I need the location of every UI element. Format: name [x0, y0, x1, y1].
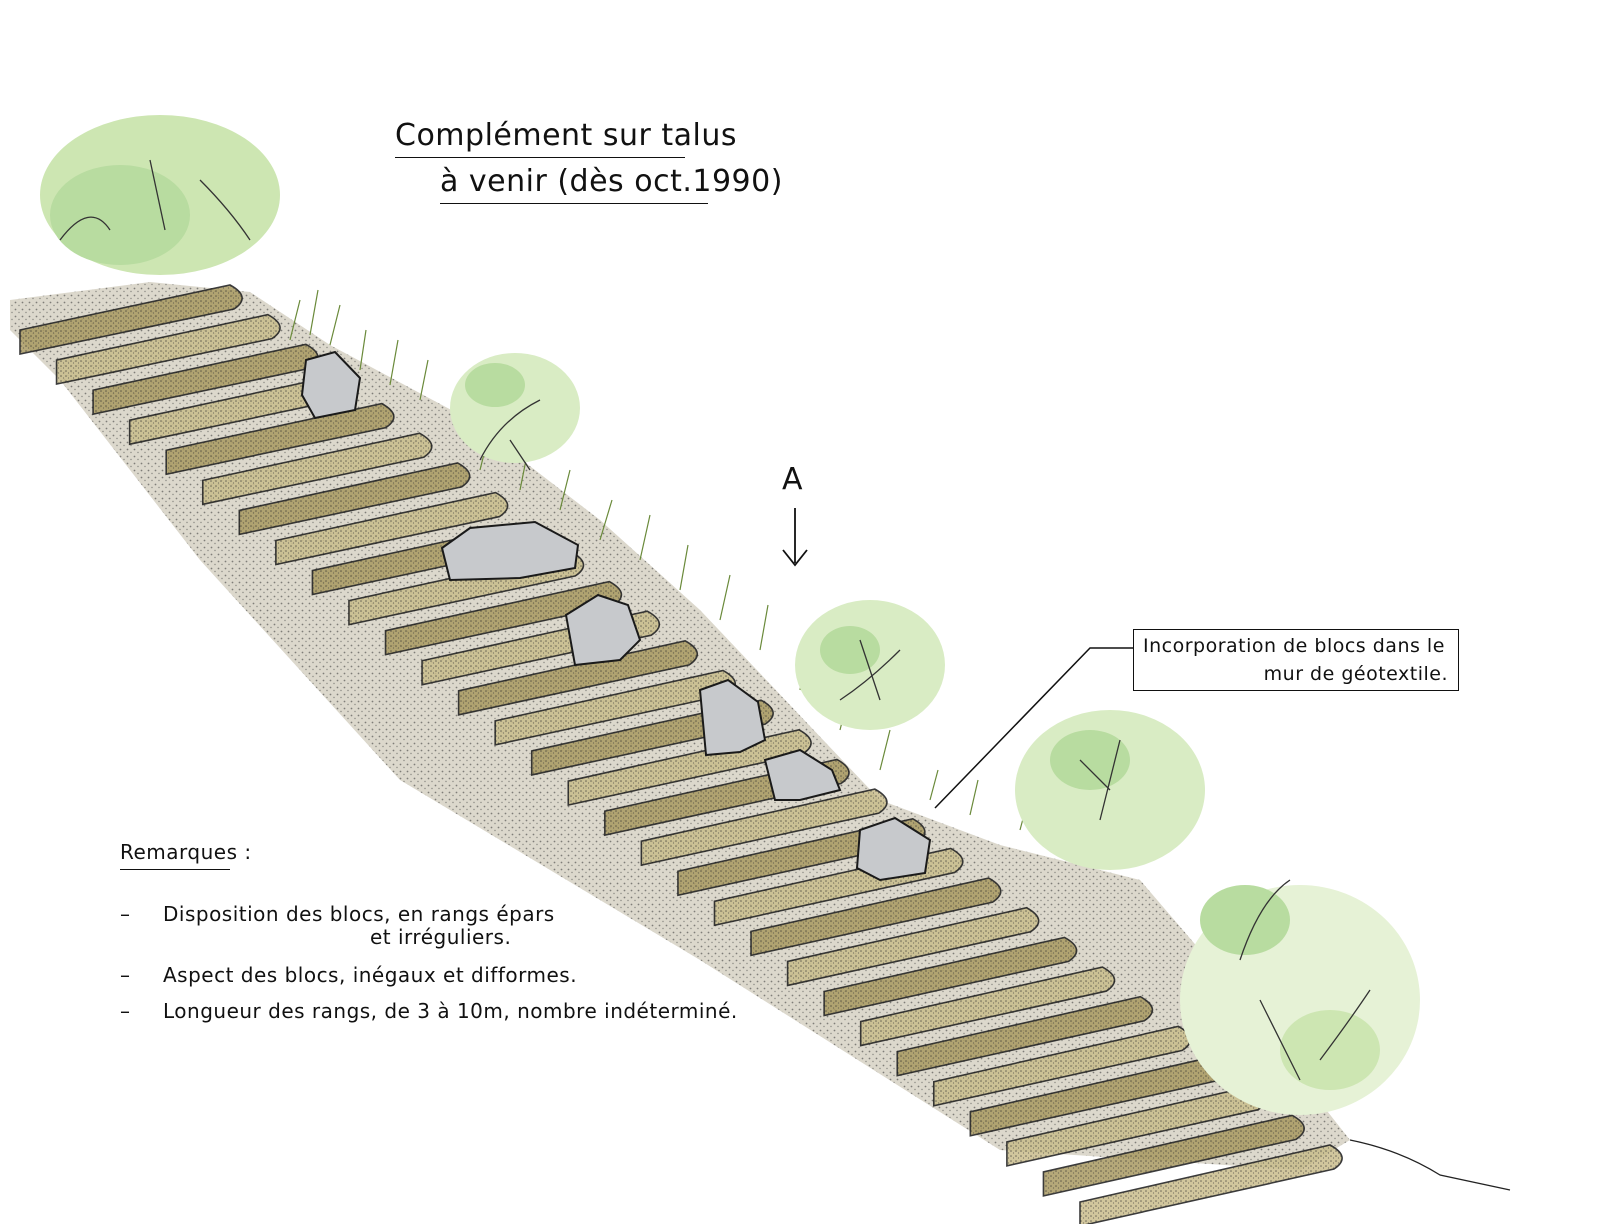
section-arrow: [782, 508, 808, 567]
geotextile-layer-texture: [787, 907, 1039, 986]
remark-item-2: Aspect des blocs, inégaux et difformes.: [163, 963, 578, 987]
rock-blocks: [300, 350, 932, 882]
geotextile-layer-texture: [56, 314, 281, 385]
remark-item-1-line-1: Disposition des blocs, en rangs épars: [163, 902, 555, 926]
geotextile-layer-texture: [897, 996, 1153, 1076]
rock-block: [698, 678, 767, 757]
remark-item-3: Longueur des rangs, de 3 à 10m, nombre i…: [163, 999, 738, 1023]
geotextile-layer-texture: [970, 1056, 1229, 1136]
geotextile-layer-texture: [20, 285, 243, 354]
rock-block: [440, 520, 580, 582]
remark-bullet: –: [120, 902, 131, 926]
geotextile-layer-texture: [239, 462, 470, 535]
geotextile-layers: [19, 284, 1343, 1227]
shrub: [450, 353, 580, 471]
geotextile-layer-texture: [1043, 1115, 1305, 1196]
geotextile-layer-texture: [824, 937, 1077, 1016]
geotextile-layer-texture: [1080, 1145, 1343, 1226]
geotextile-layer-texture: [202, 433, 432, 505]
remark-bullet: –: [120, 999, 131, 1023]
geotextile-layer-texture: [860, 967, 1115, 1046]
remark-item-1-line-2: et irréguliers.: [370, 925, 512, 949]
geotextile-layer-texture: [495, 670, 736, 745]
geotextile-layer-texture: [641, 789, 887, 866]
remarks-underline: [120, 869, 230, 870]
geotextile-layer-texture: [1006, 1085, 1267, 1166]
callout-box: Incorporation de blocs dans le mur de gé…: [1133, 629, 1459, 691]
geotextile-layer-texture: [93, 344, 318, 415]
rock-block: [564, 593, 642, 667]
rock-block: [855, 816, 932, 882]
shrub: [795, 600, 945, 730]
shrub: [1015, 710, 1205, 870]
section-marker-label: A: [782, 462, 804, 497]
callout-leader: [934, 647, 1133, 809]
title-underline-2: [440, 203, 708, 204]
vegetation: [40, 115, 1511, 1191]
geotextile-layer-texture: [458, 640, 698, 715]
rock-block: [300, 350, 362, 420]
geotextile-layer-texture: [933, 1026, 1191, 1106]
remarks-title: Remarques :: [120, 840, 252, 864]
geotextile-layer-texture: [751, 878, 1001, 956]
remark-bullet: –: [120, 963, 131, 987]
callout-line-2: mur de géotextile.: [1263, 663, 1448, 685]
geotextile-layer-texture: [275, 492, 508, 565]
geotextile-layer-texture: [129, 373, 356, 445]
title-line-2: à venir (dès oct.1990): [440, 164, 783, 199]
rock-block: [763, 748, 842, 801]
shrub: [1180, 879, 1420, 1115]
geotextile-layer-texture: [166, 403, 394, 475]
callout-line-1: Incorporation de blocs dans le: [1143, 635, 1445, 657]
shrub: [40, 115, 280, 275]
geotextile-layer-texture: [568, 729, 812, 806]
title-line-1: Complément sur talus: [395, 118, 737, 153]
title-underline-1: [395, 157, 685, 158]
geotextile-layer-texture: [385, 581, 622, 655]
